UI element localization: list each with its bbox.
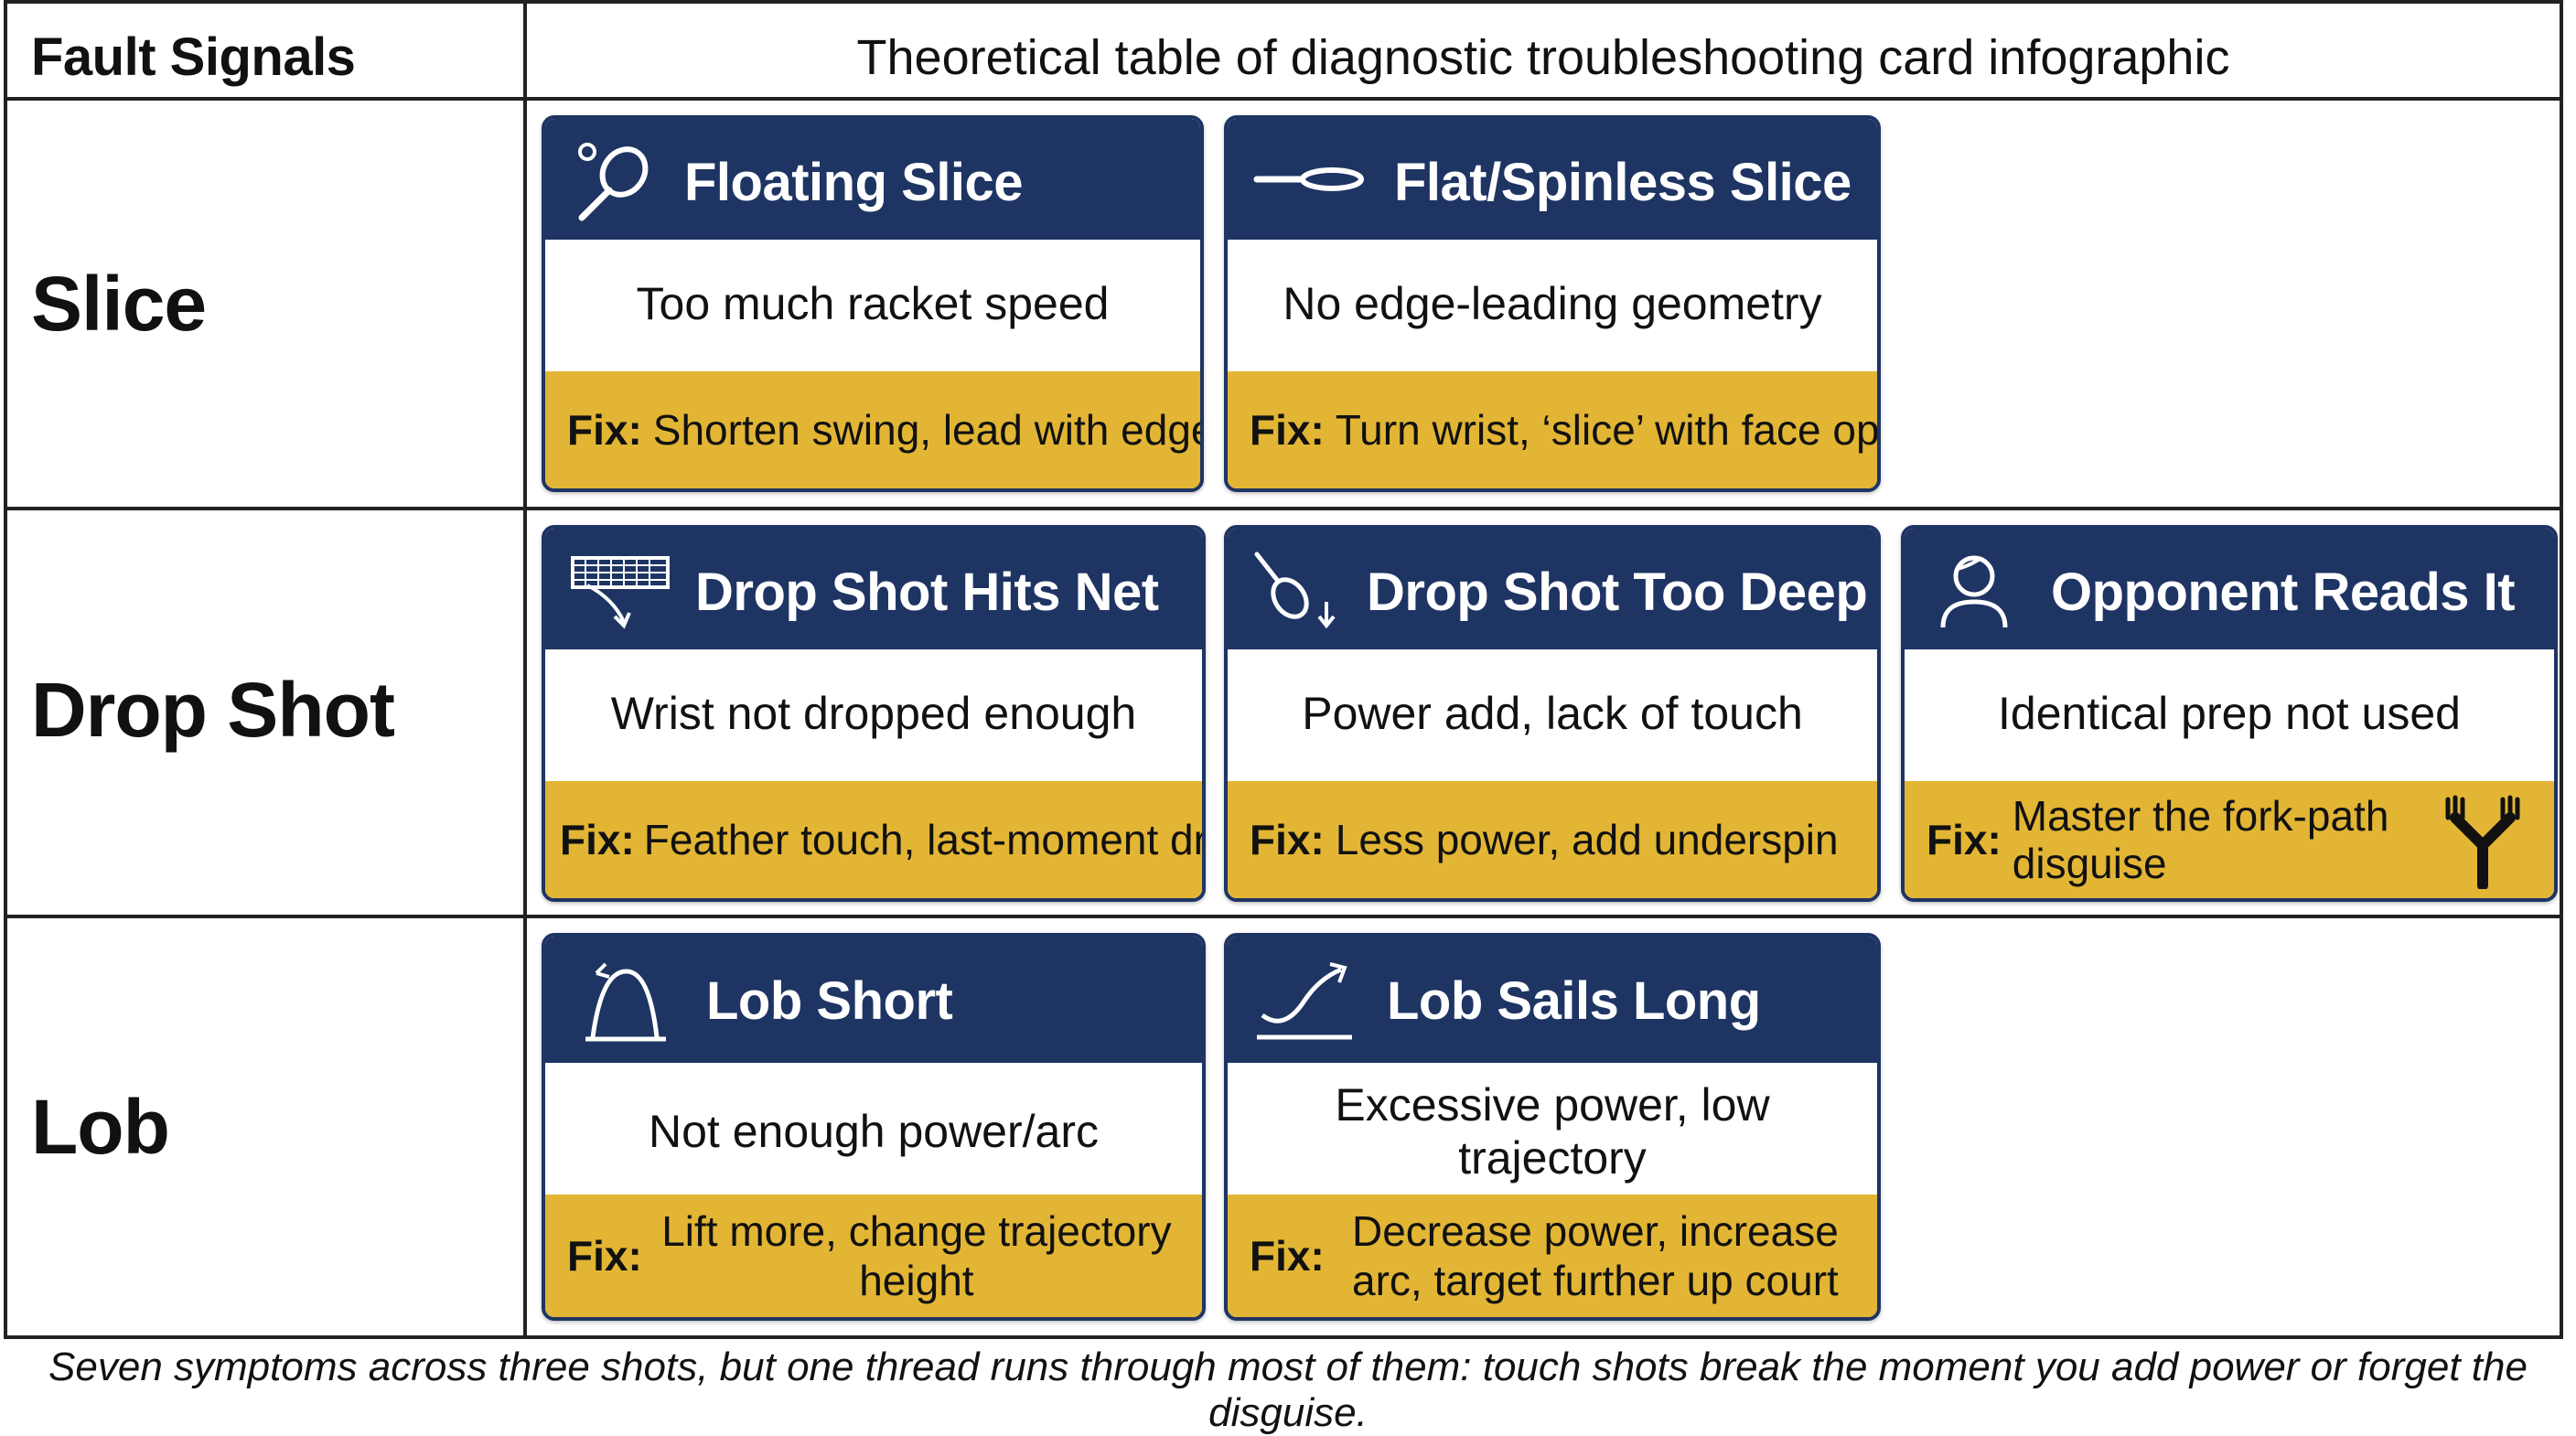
fork-path-icon [2445, 795, 2520, 889]
card-cause: Excessive power, low trajectory [1335, 1079, 1770, 1184]
card-cause: Not enough power/arc [649, 1106, 1099, 1157]
card-title: Drop Shot Too Deep [1367, 563, 1868, 622]
card-drop-shot-hits-net: Drop Shot Hits Net Wrist not dropped eno… [542, 525, 1206, 902]
row-label-slice: Slice [31, 261, 207, 347]
card-header: Lob Short [545, 937, 1202, 1063]
table-top-border [5, 0, 2561, 4]
card-title: Flat/Spinless Slice [1394, 153, 1852, 212]
flat-racket-icon [1253, 167, 1364, 191]
card-cause: No edge-leading geometry [1283, 278, 1822, 329]
table-left-border [4, 0, 7, 1339]
row-divider-1 [5, 507, 2561, 510]
card-cause: Wrist not dropped enough [610, 688, 1137, 739]
footer-caption: Seven symptoms across three shots, but o… [48, 1345, 2528, 1435]
fix-label: Fix: [1250, 1232, 1325, 1280]
fix-text: Shorten swing, lead with edge [652, 406, 1204, 454]
fix-label: Fix: [1250, 816, 1325, 863]
card-header: Lob Sails Long [1228, 937, 1877, 1063]
fix-label: Fix: [567, 406, 642, 454]
card-fix: Fix: Feather touch, last-moment drop [545, 781, 1202, 898]
header-divider [5, 97, 2561, 101]
row-divider-2 [5, 915, 2561, 918]
card-cause: Identical prep not used [1998, 688, 2461, 739]
racket-down-arrow-icon [1254, 552, 1336, 629]
card-title: Drop Shot Hits Net [695, 563, 1159, 622]
card-cause: Power add, lack of touch [1302, 688, 1803, 739]
card-header: Drop Shot Hits Net [545, 529, 1202, 649]
card-fix: Fix: Lift more, change trajectory height [545, 1195, 1202, 1317]
card-drop-shot-too-deep: Drop Shot Too Deep Power add, lack of to… [1224, 525, 1881, 902]
fix-text: Lift more, change trajectory height [661, 1207, 1172, 1304]
fix-text: Decrease power, increase arc, target fur… [1351, 1207, 1839, 1304]
card-fix: Fix: Shorten swing, lead with edge [545, 371, 1200, 488]
fix-label: Fix: [1250, 406, 1325, 454]
fix-text: Feather touch, last-moment drop [643, 816, 1206, 863]
card-title: Opponent Reads It [2051, 563, 2516, 622]
card-flat-spinless-slice: Flat/Spinless Slice No edge-leading geom… [1224, 115, 1881, 492]
card-fix: Fix: Less power, add underspin [1228, 781, 1877, 898]
card-title: Floating Slice [684, 153, 1024, 212]
card-header: Flat/Spinless Slice [1228, 119, 1877, 240]
person-icon [1940, 555, 2008, 628]
card-lob-short: Lob Short Not enough power/arc Fix: Lift… [542, 933, 1206, 1321]
row-label-drop-shot: Drop Shot [31, 667, 395, 753]
card-fix: Fix: Decrease power, increase arc, targe… [1228, 1195, 1877, 1317]
card-cause: Too much racket speed [636, 278, 1110, 329]
card-floating-slice: Floating Slice Too much racket speed Fix… [542, 115, 1204, 492]
fix-label: Fix: [567, 1232, 642, 1280]
card-title: Lob Sails Long [1387, 971, 1761, 1031]
fix-label: Fix: [560, 816, 635, 863]
racket-ball-icon [578, 143, 649, 221]
card-header: Drop Shot Too Deep [1228, 529, 1877, 649]
card-header: Floating Slice [545, 119, 1200, 240]
fix-text: Master the fork-path disguise [2012, 792, 2389, 887]
net-arrow-icon [571, 556, 670, 629]
row-label-lob: Lob [31, 1084, 170, 1170]
card-fix: Fix: Master the fork-path disguise [1905, 781, 2554, 898]
card-lob-sails-long: Lob Sails Long Excessive power, low traj… [1224, 933, 1881, 1321]
fix-text: Less power, add underspin [1335, 816, 1839, 863]
header-title: Theoretical table of diagnostic troubles… [856, 30, 2230, 85]
header-fault-signals: Fault Signals [31, 27, 356, 87]
long-arc-icon [1257, 962, 1352, 1040]
table-right-border [2560, 0, 2563, 1339]
short-arc-icon [585, 962, 666, 1042]
card-header: Opponent Reads It [1905, 529, 2554, 649]
card-opponent-reads-it: Opponent Reads It Identical prep not use… [1901, 525, 2558, 902]
fix-label: Fix: [1927, 816, 2002, 863]
fix-text: Turn wrist, ‘slice’ with face open [1335, 406, 1881, 454]
table-bottom-border [5, 1335, 2561, 1339]
card-title: Lob Short [706, 971, 953, 1031]
column-divider [523, 0, 527, 1339]
card-fix: Fix: Turn wrist, ‘slice’ with face open [1228, 371, 1877, 488]
